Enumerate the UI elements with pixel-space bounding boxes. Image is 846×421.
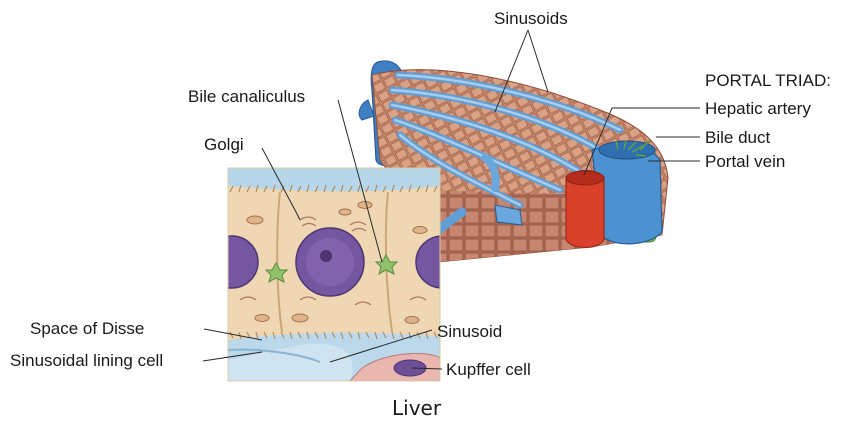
label-sinusoidal-lining-cell: Sinusoidal lining cell [10, 352, 163, 369]
figure-caption: Liver [392, 398, 441, 418]
label-space-of-disse: Space of Disse [30, 320, 144, 337]
label-bile-canaliculus: Bile canaliculus [188, 88, 305, 105]
label-bile-duct: Bile duct [705, 129, 770, 146]
label-portal-triad: PORTAL TRIAD: [705, 72, 831, 89]
label-sinusoids: Sinusoids [494, 10, 568, 27]
hepatocyte-inset [206, 168, 468, 381]
label-hepatic-artery: Hepatic artery [705, 100, 811, 117]
label-kupffer-cell: Kupffer cell [446, 361, 531, 378]
label-golgi: Golgi [204, 136, 244, 153]
label-sinusoid: Sinusoid [437, 323, 502, 340]
label-portal-vein: Portal vein [705, 153, 785, 170]
